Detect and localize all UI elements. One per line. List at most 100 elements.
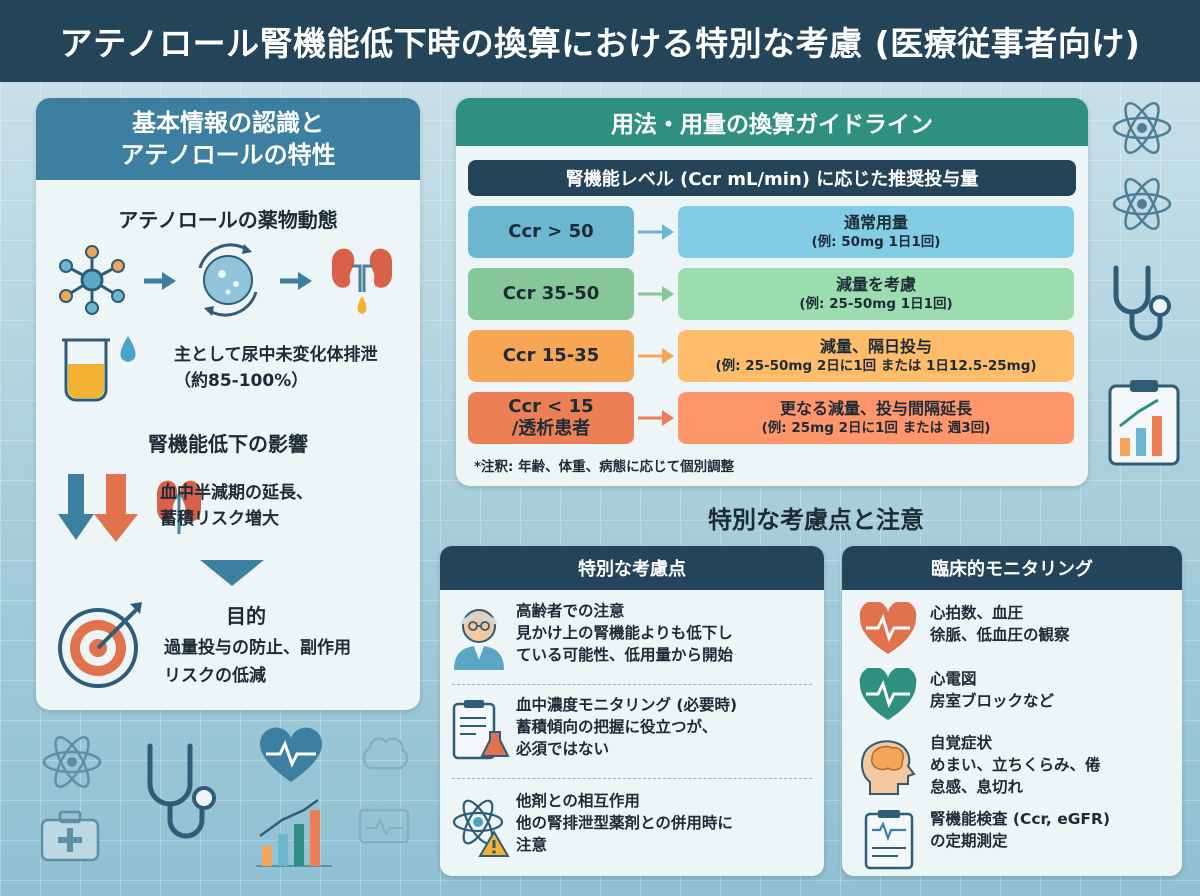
item-text: 血中濃度モニタリング (必要時) 蓄積傾向の把握に役立つが、 必須ではない — [516, 694, 737, 760]
arrow-right-icon — [144, 272, 176, 290]
atom-warning-icon — [452, 799, 510, 857]
ccr-label: Ccr > 50 — [468, 206, 634, 258]
considerations-heading: 特別な考慮点 — [440, 546, 824, 590]
item-title: 心電図 — [930, 670, 977, 688]
pk-title: アテノロールの薬物動態 — [118, 208, 338, 232]
clipboard-report-icon — [864, 810, 914, 870]
list-item: 他剤との相互作用 他の腎排泄型薬剤との併用時に 注意 — [440, 788, 824, 872]
ccr-line2: /透析患者 — [511, 418, 591, 439]
down-arrows-icon — [58, 474, 138, 542]
dose-row: Ccr > 50 通常用量 (例: 50mg 1日1回) — [468, 206, 1076, 258]
impact-line2: 蓄積リスク増大 — [160, 509, 279, 529]
goal-line1: 過量投与の防止、副作用 — [164, 638, 351, 658]
item-title: 自覚症状 — [930, 734, 993, 752]
item-title: 血中濃度モニタリング (必要時) — [516, 696, 738, 714]
arrow-right-icon — [638, 410, 674, 426]
impact-line1: 血中半減期の延長、 — [160, 483, 313, 503]
excretion-line1: 主として尿中未変化体排泄 — [174, 345, 378, 365]
list-item: 心拍数、血圧 徐脈、低血圧の観察 — [842, 602, 1182, 662]
list-item: 高齢者での注意 見かけ上の腎機能よりも低下し ている可能性、低用量から開始 — [440, 600, 824, 684]
dose-example: (例: 25-50mg 1日1回) — [799, 296, 953, 312]
list-item: 心電図 房室ブロックなど — [842, 668, 1182, 728]
list-item: 自覚症状 めまい、立ちくらみ、倦 怠感、息切れ — [842, 732, 1182, 804]
arrow-right-icon — [638, 348, 674, 364]
guideline-note: *注釈: 年齢、体重、病態に応じて個別調整 — [474, 459, 735, 475]
item-line1: 他の腎排泄型薬剤との併用時に — [516, 814, 733, 832]
special-considerations-card: 特別な考慮点 高齢者での注意 見かけ上の腎機能よりも低下し ている可能性、低用量… — [440, 546, 824, 876]
item-title: 高齢者での注意 — [516, 602, 625, 620]
monitoring-heading: 臨床的モニタリング — [842, 546, 1182, 590]
item-title: 他剤との相互作用 — [516, 792, 640, 810]
ccr-line1: Ccr < 15 — [508, 396, 594, 417]
dose-row: Ccr 35-50 減量を考慮 (例: 25-50mg 1日1回) — [468, 268, 1076, 320]
item-line1: 蓄積傾向の把握に役立つが、 — [516, 718, 718, 736]
excretion-text: 主として尿中未変化体排泄 （約85-100%） — [174, 342, 378, 394]
goal-title: 目的 — [226, 604, 266, 628]
item-line2: ている可能性、低用量から開始 — [516, 646, 734, 664]
head-brain-icon — [861, 740, 916, 795]
ccr-line1: Ccr 15-35 — [502, 345, 600, 366]
dose-box: 更なる減量、投与間隔延長 (例: 25mg 2日に1回 または 週3回) — [678, 392, 1074, 444]
ccr-line1: Ccr 35-50 — [502, 283, 600, 304]
item-text: 他剤との相互作用 他の腎排泄型薬剤との併用時に 注意 — [516, 790, 733, 856]
impact-row: 血中半減期の延長、 蓄積リスク増大 — [56, 470, 400, 550]
lab-clipboard-icon — [452, 700, 510, 760]
goal-row: 目的 過量投与の防止、副作用 リスクの低減 — [56, 598, 400, 698]
dose-main: 通常用量 — [843, 213, 908, 232]
atom-icon — [1112, 177, 1172, 231]
excretion-row: 主として尿中未変化体排泄 （約85-100%） — [56, 330, 400, 410]
heading-line1: 基本情報の認識と — [132, 109, 324, 137]
arrow-right-icon — [638, 224, 674, 240]
ccr-label: Ccr < 15 /透析患者 — [468, 392, 634, 444]
arrow-right-icon — [280, 272, 312, 290]
item-text: 心拍数、血圧 徐脈、低血圧の観察 — [930, 602, 1070, 646]
item-line1: 見かけ上の腎機能よりも低下し — [516, 624, 733, 642]
ccr-label: Ccr 15-35 — [468, 330, 634, 382]
heart-rate-icon — [859, 602, 917, 654]
arrow-right-icon — [638, 286, 674, 302]
item-line1: 房室ブロックなど — [930, 692, 1055, 710]
ccr-line1: Ccr > 50 — [508, 221, 594, 242]
dose-example: (例: 25-50mg 2日に1回 または 1日12.5-25mg) — [715, 358, 1037, 374]
dose-row: Ccr < 15 /透析患者 更なる減量、投与間隔延長 (例: 25mg 2日に… — [468, 392, 1076, 444]
basic-info-panel: 基本情報の認識と アテノロールの特性 アテノロールの薬物動態 — [36, 98, 420, 710]
item-line1: 徐脈、低血圧の観察 — [930, 626, 1070, 644]
item-line2: 必須ではない — [516, 740, 610, 758]
molecule-icon — [59, 245, 125, 315]
target-icon — [58, 602, 142, 688]
basic-info-heading: 基本情報の認識と アテノロールの特性 — [36, 98, 420, 180]
list-item: 腎機能検査 (Ccr, eGFR) の定期測定 — [842, 808, 1182, 872]
dose-main: 減量、隔日投与 — [819, 337, 932, 356]
heart-ecg-icon — [259, 727, 323, 782]
list-item: 血中濃度モニタリング (必要時) 蓄積傾向の把握に役立つが、 必須ではない — [440, 694, 824, 778]
item-text: 高齢者での注意 見かけ上の腎機能よりも低下し ている可能性、低用量から開始 — [516, 600, 733, 666]
page-title: アテノロール腎機能低下時の換算における特別な考慮 (医療従事者向け) — [59, 24, 1141, 63]
kidney-icon — [157, 480, 202, 534]
beaker-drop-icon — [62, 336, 136, 402]
atom-icon — [1112, 101, 1172, 155]
divider — [452, 778, 812, 779]
dose-example: (例: 50mg 1日1回) — [811, 234, 941, 250]
dose-example: (例: 25mg 2日に1回 または 週3回) — [761, 420, 991, 436]
dose-box: 減量を考慮 (例: 25-50mg 1日1回) — [678, 268, 1074, 320]
item-line2: 怠感、息切れ — [930, 778, 1024, 796]
clinical-monitoring-card: 臨床的モニタリング 心拍数、血圧 徐脈、低血圧の観察 心電図 房室ブロックなど … — [842, 546, 1182, 876]
bar-chart-icon — [256, 798, 332, 867]
item-title: 腎機能検査 (Ccr, eGFR) — [930, 810, 1111, 828]
monitor-outline-icon — [358, 808, 410, 844]
renal-level-bar: 腎機能レベル (Ccr mL/min) に応じた推奨投与量 — [468, 160, 1076, 196]
dose-main: 減量を考慮 — [835, 275, 916, 294]
atom-icon — [42, 735, 102, 789]
dose-main: 更なる減量、投与間隔延長 — [779, 399, 972, 418]
item-title: 心拍数、血圧 — [930, 604, 1024, 622]
impact-text: 血中半減期の延長、 蓄積リスク増大 — [160, 480, 313, 532]
clipboard-chart-icon — [1108, 380, 1180, 466]
excretion-line2: （約85-100%） — [174, 371, 309, 391]
dose-row: Ccr 15-35 減量、隔日投与 (例: 25-50mg 2日に1回 または … — [468, 330, 1076, 382]
stethoscope-icon — [1113, 265, 1171, 341]
item-text: 心電図 房室ブロックなど — [930, 668, 1054, 712]
heading-line2: アテノロールの特性 — [120, 141, 336, 169]
medical-kit-icon — [40, 810, 100, 862]
dose-box: 通常用量 (例: 50mg 1日1回) — [678, 206, 1074, 258]
item-line1: めまい、立ちくらみ、倦 — [930, 756, 1101, 774]
